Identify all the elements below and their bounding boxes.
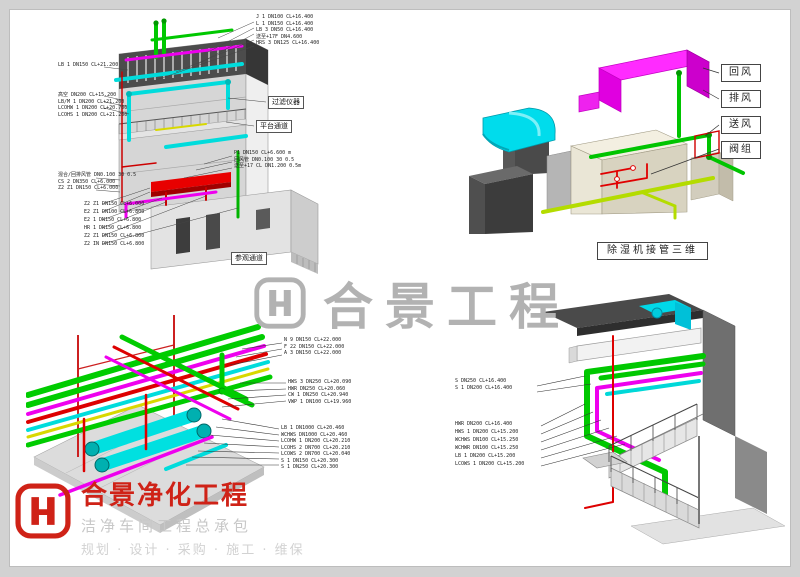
callout-filter-instrument: 过滤仪器 (268, 96, 304, 109)
tag-exhaust-air: 排风 (721, 90, 761, 108)
annotation-line: LCOHS 1 DN200 CL+21.200 (58, 111, 128, 118)
annotation-line: CW 1 DN250 CL+20.940 (288, 392, 349, 398)
annotation-line: E2 Z1 DN100 CL+6.800 (84, 209, 145, 215)
annotation-line: WCHWS DN100 CL+15.250 (455, 437, 519, 443)
annotation-line: 送至+17 CL DN1.200 0.5m (234, 163, 302, 169)
annotation-group-rack-b: HWS 3 DN250 CL+20.090 HWR DN250 CL+20.06… (288, 379, 351, 405)
annotation-line: P1 DN150 CL+6.600 m (234, 150, 292, 156)
tag-return-air: 回风 (721, 64, 761, 82)
annotation-line: CS 2 DN350 CL+6.000 (58, 178, 116, 185)
annotation-line: F 22 DN150 CL+22.000 (284, 343, 345, 350)
annotation-group-left-c: 混合/回排风管 DN0.100 30 0.5 CS 2 DN350 CL+6.0… (58, 172, 136, 192)
annotation-line: LCOWS 1 DN200 CL+15.200 (455, 461, 525, 467)
staircase-drawing (536, 294, 786, 545)
annotation-group-left-b: 高空 DN200 CL+15.200 LB/M 1 DN200 CL+21.20… (58, 92, 127, 118)
annotation-line: LB 1 DN1000 CL+20.460 (281, 425, 345, 431)
dehumidifier-pipes (541, 70, 745, 220)
annotation-line: Z2 IN DN150 CL+6.800 (84, 241, 145, 247)
brand-block: 合景净化工程 洁净车间工程总承包 规划 · 设计 · 采购 · 施工 · 维保 (14, 481, 305, 558)
annotation-line: Z2 Z1 DN150 CL+6.000 (84, 201, 145, 207)
annotation-group-rack-a: N 9 DN150 CL+22.000 F 22 DN150 CL+22.000… (284, 337, 344, 357)
pipe-rack-drawing (26, 315, 287, 533)
callout-visit-passage: 参观通道 (231, 252, 267, 265)
callout-platform-passage: 平台通道 (256, 120, 292, 133)
tag-supply-air: 送风 (721, 116, 761, 134)
view-dehumidifier-3d: 回风 排风 送风 阀组 除湿机接管三维 (451, 16, 773, 268)
annotation-group-left-d: Z2 Z1 DN150 CL+6.000 E2 Z1 DN100 CL+6.80… (84, 200, 144, 248)
annotation-line: HWS 3 DN250 CL+20.090 (288, 379, 352, 385)
annotation-line: S 1 DN200 CL+16.400 (455, 384, 513, 391)
dehumidifier-leader-lines (650, 67, 720, 175)
annotation-line: S DN250 CL+16.400 (455, 378, 507, 384)
annotation-line: L 1 DN150 CL+16.400 (256, 20, 314, 27)
view-building-section: J 1 DN100 CL+16.400 L 1 DN150 CL+16.400 … (56, 12, 342, 304)
annotation-group-mid: P1 DN150 CL+6.600 m 回风管 DN0.100 30 0.5 送… (234, 150, 301, 170)
view-pipe-rack: N 9 DN150 CL+22.000 F 22 DN150 CL+22.000… (26, 299, 351, 539)
cyan-duct-elbow (482, 107, 556, 153)
annotation-line: 回风管 DN0.100 30 0.5 (234, 156, 295, 163)
building-section-drawing (95, 18, 319, 274)
annotation-line: 送至+17F DN4.600 (256, 33, 303, 40)
annotation-line: LCOHW 1 DN200 CL+20.700 (58, 105, 128, 111)
tag-valve-group: 阀组 (721, 141, 761, 159)
annotation-line: N 9 DN150 CL+22.000 (284, 337, 342, 343)
annotation-line: HWR DN200 CL+16.400 (455, 421, 513, 427)
stair-flights (582, 403, 704, 529)
annotation-line: LB/M 1 DN200 CL+21.200 (58, 98, 125, 105)
annotation-group-rack-c: LB 1 DN1000 CL+20.460 WCHWS DN1000 CL+20… (281, 425, 350, 471)
brand-subtitle: 洁净车间工程总承包 (81, 516, 253, 535)
hejing-logo-icon (254, 277, 306, 329)
annotation-line: HR 1 DN150 CL+6.800 (84, 225, 142, 231)
dehumidifier-drawing (469, 49, 745, 234)
annotation-group-stair-a: S DN250 CL+16.400 S 1 DN200 CL+16.400 (455, 378, 512, 391)
annotation-line: J 1 DN100 CL+16.400 (256, 14, 314, 20)
rack-cyan-headers (84, 407, 212, 473)
view-staircase-piping: S DN250 CL+16.400 S 1 DN200 CL+16.400 HW… (451, 286, 786, 568)
annotation-line: HRS 3 DN125 CL+16.400 (256, 40, 320, 46)
annotation-line: WCHWR DN100 CL+15.250 (455, 445, 519, 451)
stair-pipes (584, 335, 706, 509)
annotation-line: WCHWS DN1000 CL+20.460 (281, 431, 348, 438)
drawing-sheet: J 1 DN100 CL+16.400 L 1 DN150 CL+16.400 … (9, 9, 791, 567)
building-leader-lines (95, 21, 267, 259)
annotation-line: Z2 Z1 DN150 CL+6.800 (84, 233, 145, 239)
annotation-group-left-a: LB 1 DN150 CL+21.200 (58, 62, 118, 69)
annotation-line: HWR DN250 CL+20.060 (288, 385, 346, 392)
magenta-duct (578, 49, 711, 113)
stair-structure (543, 294, 786, 545)
annotation-group-top-right: J 1 DN100 CL+16.400 L 1 DN150 CL+16.400 … (256, 14, 319, 47)
stair-leader-lines (536, 375, 626, 467)
annotation-line: A 3 DN150 CL+22.000 (284, 350, 342, 356)
annotation-line: LCOWS 2 DN700 CL+20.040 (281, 451, 351, 457)
watermark-text: 合景工程 (323, 278, 571, 336)
rack-pipe-bundle (26, 324, 273, 448)
annotation-line: E2 1 DN150 CL+6.800 (84, 217, 142, 223)
annotation-line: S 1 DN250 CL+20.300 (281, 464, 339, 470)
view-caption-dehumidifier: 除湿机接管三维 (597, 242, 708, 260)
annotation-line: HWS 1 DN200 CL+15.200 (455, 429, 519, 435)
stair-duct (568, 327, 702, 364)
annotation-line: LB 3 DN50 CL+16.400 (256, 27, 314, 33)
annotation-line: 混合/回排风管 DN0.100 30 0.5 (58, 172, 137, 178)
annotation-line: LCOHS 2 DN700 CL+20.210 (281, 444, 351, 451)
brand-logo-icon (15, 483, 71, 539)
brand-title: 合景净化工程 (81, 481, 250, 511)
annotation-line: 高空 DN200 CL+15.200 (58, 92, 117, 98)
stair-cyan-unit (639, 300, 691, 330)
annotation-line: VWP 1 DN100 CL+19.960 (288, 398, 352, 405)
annotation-group-stair-b: HWR DN200 CL+16.400 HWS 1 DN200 CL+15.20… (455, 420, 524, 468)
brand-text: 合景净化工程 洁净车间工程总承包 规划 · 设计 · 采购 · 施工 · 维保 (81, 481, 305, 558)
annotation-line: S 1 DN150 CL+20.300 (281, 457, 339, 464)
brand-tagline: 规划 · 设计 · 采购 · 施工 · 维保 (81, 542, 305, 558)
annotation-line: LCOHW 1 DN200 CL+20.210 (281, 438, 351, 444)
annotation-line: LB 1 DN150 CL+21.200 (58, 62, 119, 68)
annotation-line: Z2 Z1 DN150 CL+6.000 (58, 185, 119, 191)
watermark: 合景工程 (253, 267, 571, 339)
rack-leader-lines (186, 342, 287, 466)
annotation-line: LB 1 DN200 CL+15.200 (455, 453, 516, 459)
